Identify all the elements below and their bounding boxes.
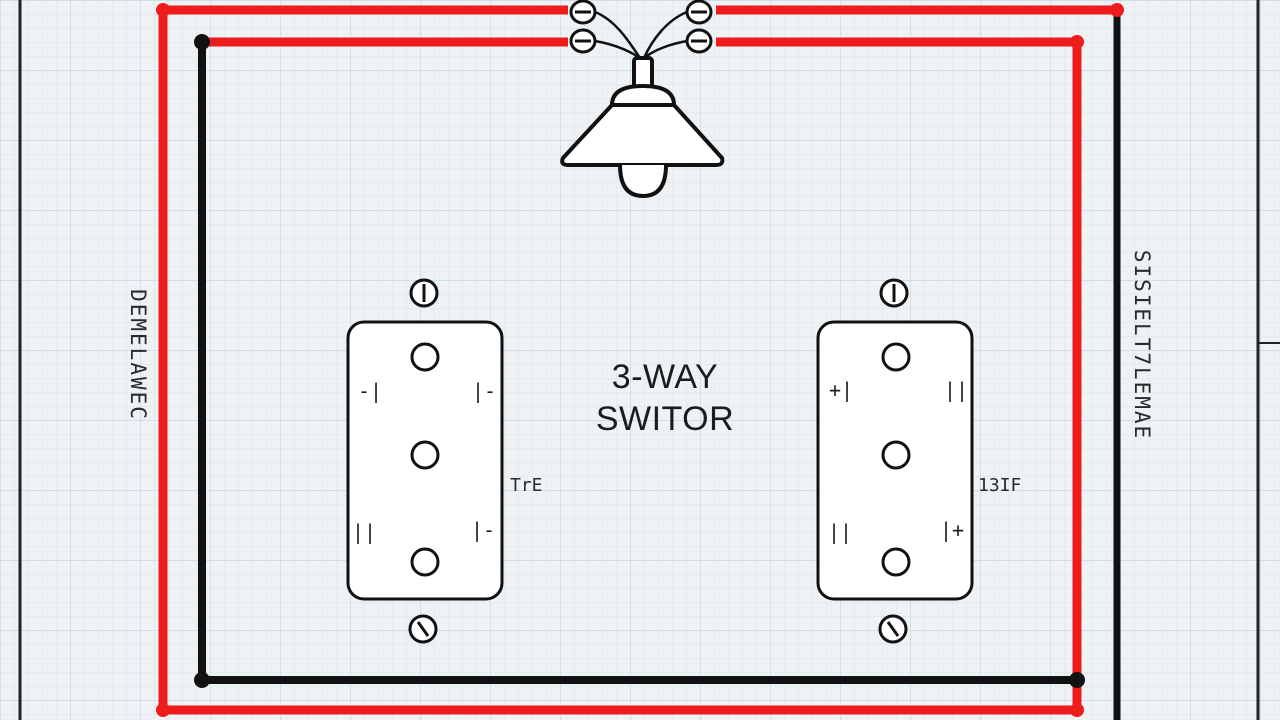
junction-dot — [156, 703, 170, 717]
left-switch-mark: || — [352, 520, 377, 544]
right-switch-mark: |+ — [940, 518, 965, 542]
diagram-title: 3-WAY SWITOR — [560, 356, 770, 440]
right-switch-mark: +| — [829, 378, 854, 402]
left-side-label: DEMELAWEC — [126, 289, 150, 421]
title-line-2: SWITOR — [595, 400, 735, 438]
left-switch-mark: -| — [358, 379, 383, 403]
junction-dot — [194, 34, 210, 50]
left-switch-mark: |- — [472, 379, 497, 403]
left-switch-tag: TrE — [510, 475, 543, 496]
junction-dot — [1069, 672, 1085, 688]
right-switch-mark: || — [828, 520, 853, 544]
left-switch-icon — [346, 278, 504, 644]
junction-dot — [1070, 703, 1084, 717]
right-switch-mark: || — [944, 378, 969, 402]
left-switch-mark: |- — [471, 518, 496, 542]
junction-dot — [1070, 35, 1084, 49]
right-side-label: SISIELT7LEMAE — [1130, 249, 1154, 441]
pendant-lamp-icon — [560, 56, 725, 198]
hot-wire-outer — [158, 5, 1082, 715]
right-switch-icon — [816, 278, 974, 644]
right-switch-tag: 13IF — [978, 475, 1022, 496]
junction-dot — [156, 3, 170, 17]
title-line-1: 3-WAY — [611, 358, 719, 396]
junction-dot — [1110, 3, 1124, 17]
junction-dot — [194, 672, 210, 688]
